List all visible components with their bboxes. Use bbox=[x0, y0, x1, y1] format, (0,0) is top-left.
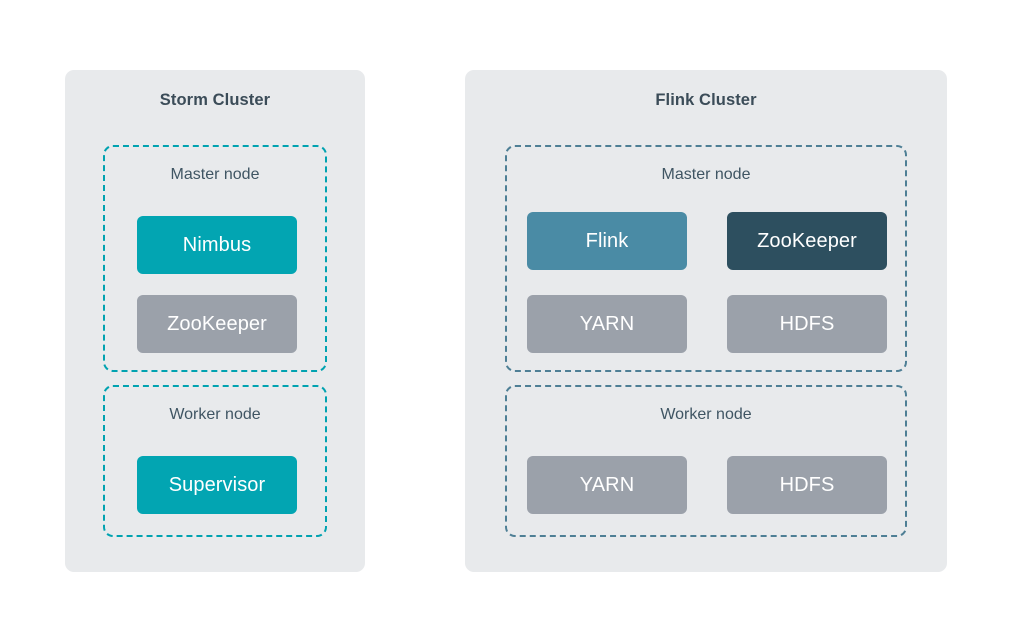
service-box-yarn-flink-master[interactable]: YARN bbox=[527, 295, 687, 353]
service-box-nimbus[interactable]: Nimbus bbox=[137, 216, 297, 274]
node-group-label-storm-worker: Worker node bbox=[169, 406, 261, 423]
node-group-storm-worker: Worker node Supervisor bbox=[103, 385, 327, 537]
service-box-yarn-flink-worker[interactable]: YARN bbox=[527, 456, 687, 514]
service-box-flink[interactable]: Flink bbox=[527, 212, 687, 270]
cluster-panel-storm: Storm Cluster Master node Nimbus ZooKeep… bbox=[65, 70, 365, 572]
node-group-flink-worker: Worker node YARN HDFS bbox=[505, 385, 907, 537]
service-box-supervisor[interactable]: Supervisor bbox=[137, 456, 297, 514]
service-box-hdfs-flink-master[interactable]: HDFS bbox=[727, 295, 887, 353]
service-box-zookeeper-flink-master[interactable]: ZooKeeper bbox=[727, 212, 887, 270]
cluster-title-storm: Storm Cluster bbox=[159, 91, 271, 109]
service-box-hdfs-flink-worker[interactable]: HDFS bbox=[727, 456, 887, 514]
node-group-label-flink-worker: Worker node bbox=[660, 406, 752, 423]
service-box-zookeeper-storm-master[interactable]: ZooKeeper bbox=[137, 295, 297, 353]
node-group-storm-master: Master node Nimbus ZooKeeper bbox=[103, 145, 327, 372]
node-group-label-flink-master: Master node bbox=[661, 166, 751, 183]
cluster-panel-flink: Flink Cluster Master node Flink ZooKeepe… bbox=[465, 70, 947, 572]
node-group-flink-master: Master node Flink ZooKeeper YARN HDFS bbox=[505, 145, 907, 372]
cluster-title-flink: Flink Cluster bbox=[655, 91, 757, 109]
node-group-label-storm-master: Master node bbox=[170, 166, 260, 183]
